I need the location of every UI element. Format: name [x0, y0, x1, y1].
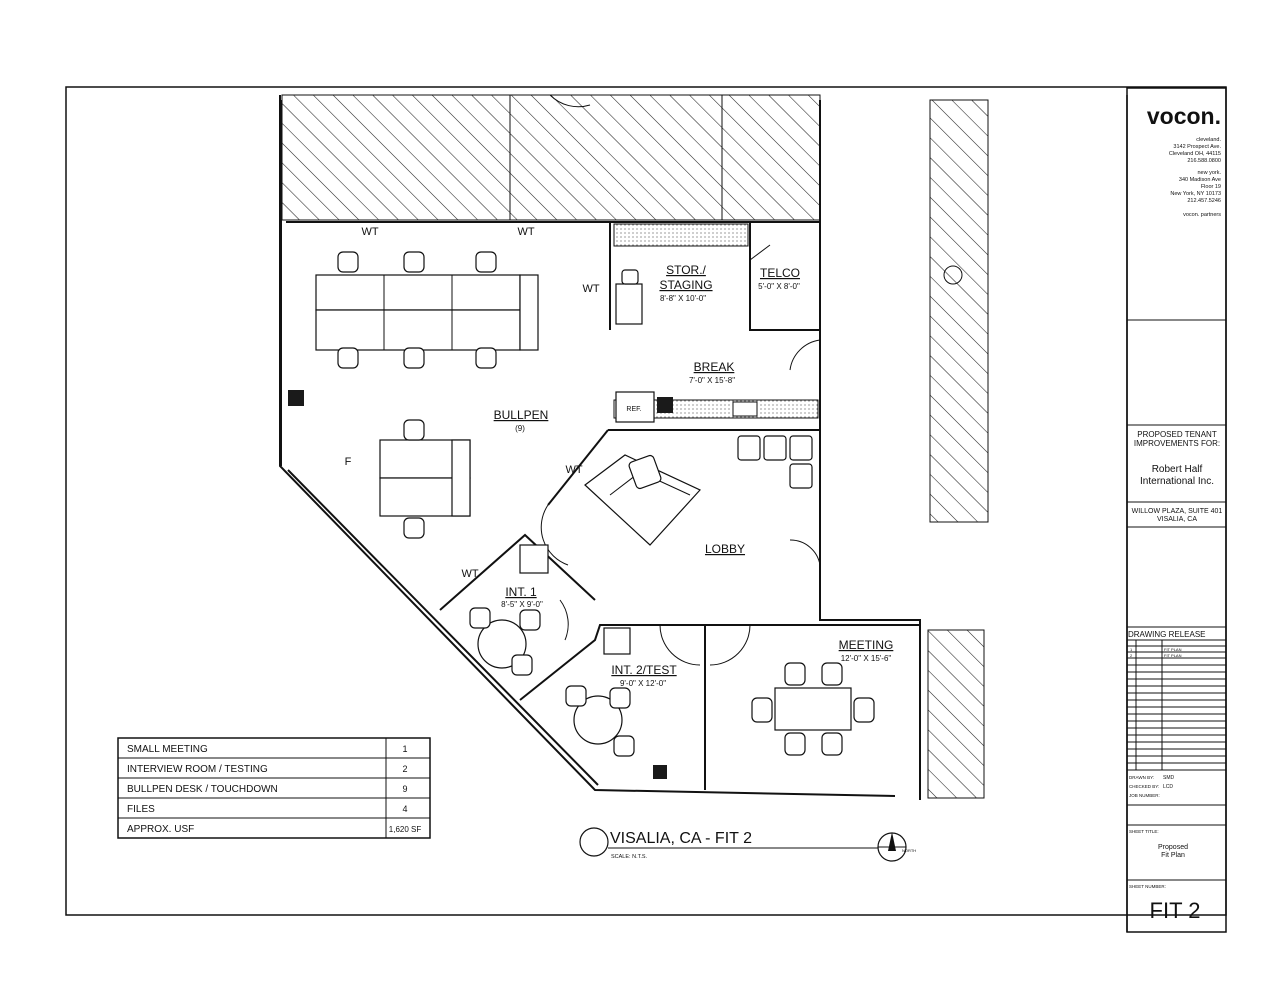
- bullpen-name: BULLPEN: [494, 408, 549, 422]
- int2-furniture: [565, 627, 635, 757]
- drawn-by: SMD: [1163, 775, 1175, 781]
- schedule-item: BULLPEN DESK / TOUCHDOWN: [127, 784, 278, 795]
- telco-name: TELCO: [760, 266, 800, 280]
- checked-by-label: CHECKED BY:: [1129, 784, 1159, 789]
- sheet-number-label: SHEET NUMBER:: [1129, 884, 1166, 889]
- schedule-qty: 9: [402, 784, 407, 794]
- release-desc: FIT PLAN: [1164, 653, 1182, 658]
- interior-walls: [439, 94, 920, 790]
- release-no: 2: [1130, 653, 1133, 658]
- lobby-name: LOBBY: [705, 542, 745, 556]
- firm-name: vocon. partners: [1183, 212, 1221, 218]
- schedule-item: INTERVIEW ROOM / TESTING: [127, 764, 268, 775]
- wt-tag: WT: [565, 464, 582, 476]
- meeting-name: MEETING: [839, 638, 894, 652]
- int1-name: INT. 1: [505, 585, 537, 599]
- office-newyork: new york.: [1197, 170, 1221, 176]
- checked-by: LCD: [1163, 784, 1173, 790]
- wt-tag: WT: [517, 226, 534, 238]
- lobby-furniture: [519, 454, 701, 574]
- wt-tag: WT: [361, 226, 378, 238]
- drawing-release-label: DRAWING RELEASE: [1128, 630, 1206, 639]
- office-newyork: 340 Madison Ave: [1179, 177, 1221, 183]
- proposed-label: IMPROVEMENTS FOR:: [1134, 439, 1220, 448]
- meeting-dim: 12'-0" X 15'-6": [841, 654, 892, 663]
- schedule-item: SMALL MEETING: [127, 744, 208, 755]
- int1-furniture: [469, 607, 541, 676]
- title-block: vocon. cleveland. 3142 Prospect Ave. Cle…: [1126, 87, 1227, 933]
- sheet-title: Proposed: [1158, 844, 1188, 851]
- telco-dim: 5'-0" X 8'-0": [758, 282, 800, 291]
- ref-tag: REF.: [626, 406, 641, 413]
- counters: [613, 223, 819, 419]
- meeting-furniture: [751, 662, 875, 756]
- wt-tag: WT: [582, 283, 599, 295]
- office-cleveland: 3142 Prospect Ave.: [1173, 144, 1221, 150]
- int2-dim: 9'-0" X 12'-0": [620, 679, 666, 688]
- north-label: NORTH: [902, 848, 916, 853]
- schedule-item: FILES: [127, 804, 155, 815]
- schedule-qty: 1: [402, 744, 407, 754]
- bullpen-count: (9): [515, 424, 525, 433]
- drawing-title-text: VISALIA, CA - FIT 2: [610, 830, 752, 847]
- bullpen-desks: [315, 274, 539, 517]
- north-arrow-icon: [888, 832, 896, 851]
- schedule-qty: 4: [402, 804, 407, 814]
- scale-text: SCALE: N.T.S.: [611, 854, 648, 860]
- schedule-item: APPROX. USF: [127, 824, 194, 835]
- location: WILLOW PLAZA, SUITE 401: [1132, 508, 1223, 515]
- column-markers: [288, 390, 673, 779]
- drawing-title: VISALIA, CA - FIT 2 SCALE: N.T.S. NORTH: [579, 827, 916, 862]
- release-no: 1: [1130, 647, 1133, 652]
- schedule-qty: 1,620 SF: [389, 825, 422, 834]
- wt-tag: WT: [461, 568, 478, 580]
- room-labels: STOR./ STAGING 8'-8" X 10'-0" TELCO 5'-0…: [494, 263, 894, 688]
- appliances: [615, 265, 963, 423]
- stor-dim: 8'-8" X 10'-0": [660, 294, 706, 303]
- office-newyork: 212.457.5246: [1187, 198, 1221, 204]
- office-newyork: Floor 19: [1201, 184, 1221, 190]
- break-name: BREAK: [694, 360, 735, 374]
- sheet-number: FIT 2: [1150, 898, 1201, 923]
- proposed-label: PROPOSED TENANT: [1137, 430, 1217, 439]
- hatched-areas: [281, 94, 989, 799]
- office-cleveland: cleveland.: [1196, 137, 1221, 143]
- schedule-table: SMALL MEETING 1 INTERVIEW ROOM / TESTING…: [117, 737, 431, 839]
- release-desc: FIT PLAN: [1164, 647, 1182, 652]
- wall-tags: WT WT WT WT WT REF. F: [345, 226, 642, 580]
- logo: vocon.: [1147, 103, 1221, 129]
- job-number-label: JOB NUMBER:: [1129, 793, 1160, 798]
- int2-name: INT. 2/TEST: [611, 663, 677, 677]
- exterior-walls: [279, 95, 921, 800]
- sheet-title: Fit Plan: [1161, 852, 1185, 859]
- office-cleveland: Cleveland OH, 44115: [1169, 151, 1221, 157]
- location: VISALIA, CA: [1157, 516, 1197, 523]
- client-name: Robert Half: [1152, 464, 1203, 475]
- stor-name2: STAGING: [659, 278, 712, 292]
- break-dim: 7'-0" X 15'-8": [689, 376, 735, 385]
- files-tag: F: [345, 456, 352, 468]
- schedule-qty: 2: [402, 764, 407, 774]
- client-name: International Inc.: [1140, 476, 1214, 487]
- office-newyork: New York, NY 10173: [1170, 191, 1221, 197]
- drawn-by-label: DRAWN BY:: [1129, 775, 1154, 780]
- chairs: [337, 251, 813, 539]
- release-grid: 1 FIT PLAN 2 FIT PLAN: [1127, 639, 1226, 770]
- office-cleveland: 216.588.0800: [1187, 158, 1221, 164]
- stor-name: STOR./: [666, 263, 706, 277]
- sheet-title-label: SHEET TITLE:: [1129, 829, 1159, 834]
- int1-dim: 8'-5" X 9'-0": [501, 600, 543, 609]
